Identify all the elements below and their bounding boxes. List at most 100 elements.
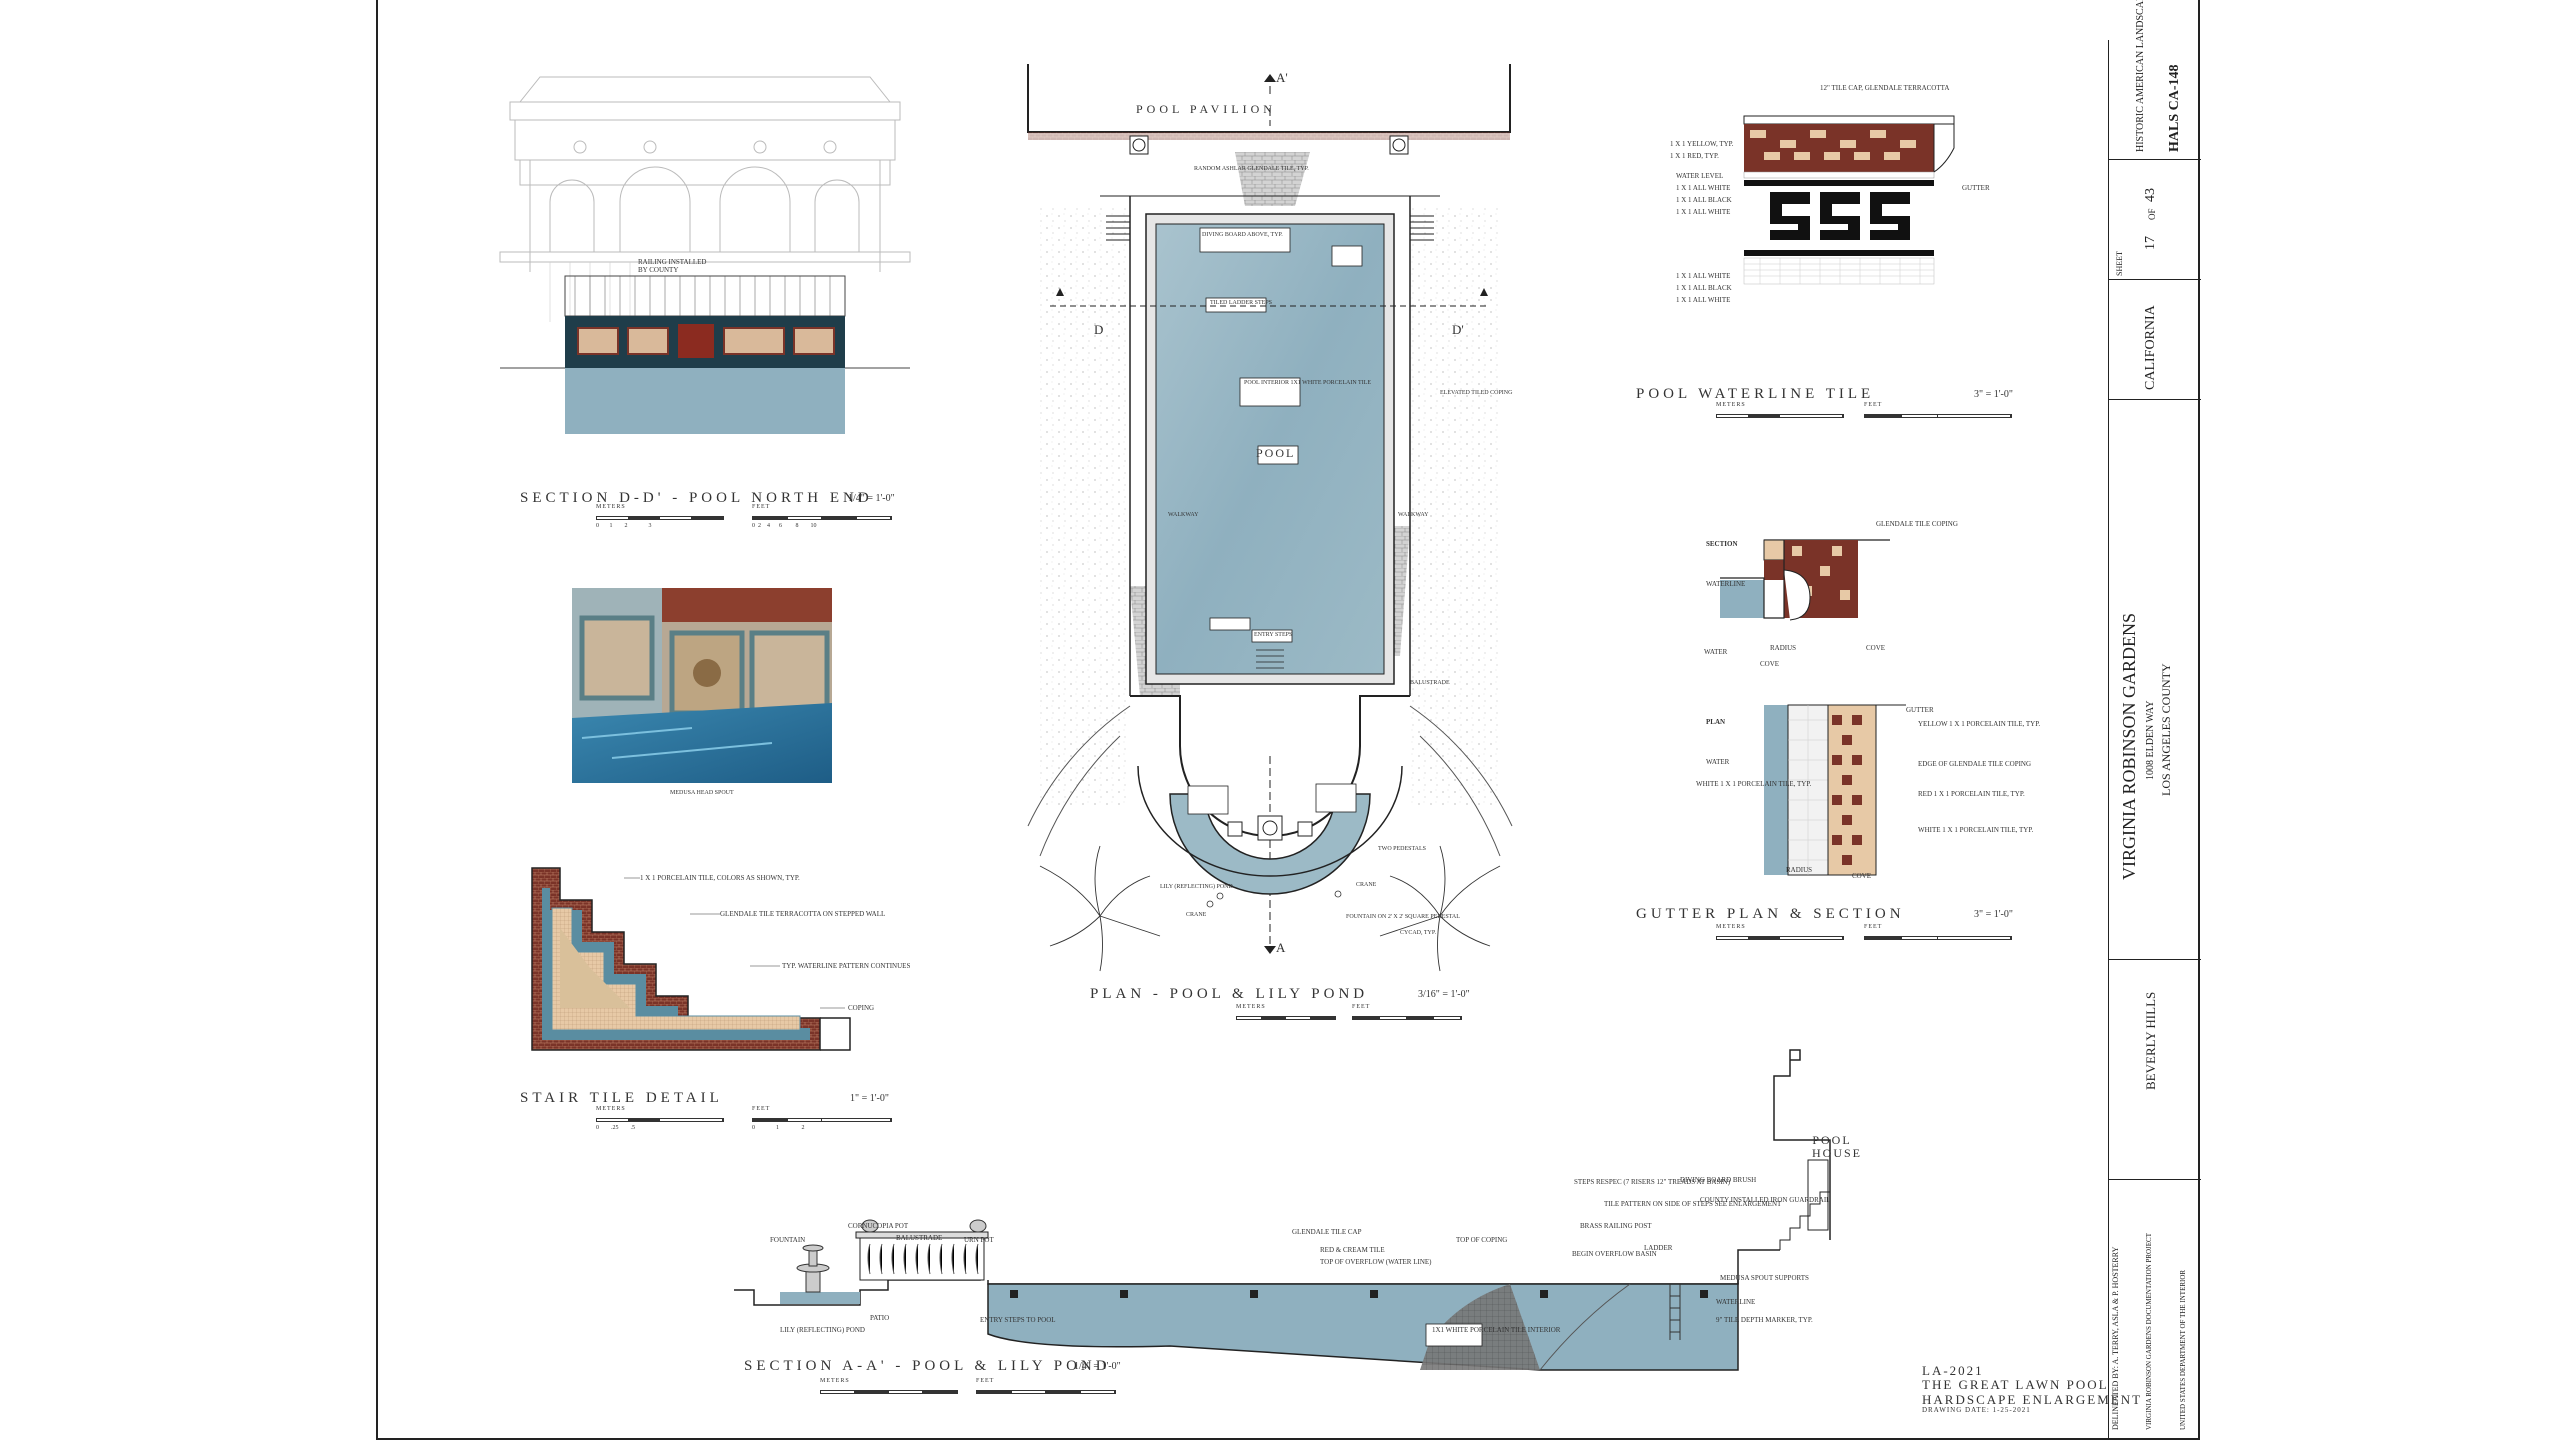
section-aa-drawing	[734, 1049, 1831, 1371]
gutter-plan-white: WHITE 1 X 1 PORCELAIN TILE, TYP.	[1696, 780, 1812, 788]
section-diving-board: DIVING BOARD BRUSH	[1680, 1176, 1757, 1184]
section-lily-pond: LILY (REFLECTING) POND	[780, 1326, 865, 1334]
section-aa-scale: 1/4" = 1'-0"	[1074, 1361, 1121, 1372]
drawing-title-line-1: THE GREAT LAWN POOL	[1922, 1377, 2109, 1393]
tb-state-cell: CALIFORNIA	[2109, 280, 2201, 400]
section-brass-rail: BRASS RAILING POST	[1580, 1222, 1652, 1230]
stair-note-porcelain: 1 X 1 PORCELAIN TILE, COLORS AS SHOWN, T…	[640, 874, 800, 882]
section-pool-house: POOL HOUSE	[1812, 1133, 1863, 1161]
waterline-yellow: 1 X 1 YELLOW, TYP.	[1670, 140, 1734, 148]
gutter-water: WATER	[1704, 648, 1728, 656]
section-fountain: FOUNTAIN	[770, 1236, 806, 1244]
plan-balustrade: BALUSTRADE	[1410, 680, 1450, 686]
waterline-black-1: 1 X 1 ALL BLACK	[1676, 196, 1732, 204]
plan-pool-interior: POOL INTERIOR 1X1 WHITE PORCELAIN TILE	[1244, 380, 1372, 386]
cut-a-top: A'	[1276, 70, 1288, 85]
section-dd-scale: 1/4" = 1'-0"	[848, 493, 895, 504]
section-patio: PATIO	[870, 1314, 890, 1322]
gutter-waterline: WATERLINE	[1706, 580, 1746, 588]
section-entry-steps: ENTRY STEPS TO POOL	[980, 1316, 1056, 1324]
plan-crane-right: CRANE	[1356, 882, 1377, 888]
gutter-scalebar: METERS FEET	[1716, 924, 2016, 958]
plan-tiled-ladder: TILED LADDER STEPS	[1210, 300, 1272, 306]
section-dd-title: SECTION D-D' - POOL NORTH END	[520, 490, 873, 506]
gutter-scale: 3" = 1'-0"	[1974, 909, 2013, 920]
stair-note-coping: COPING	[848, 1004, 875, 1012]
drawing-title-line-2: HARDSCAPE ENLARGEMENT	[1922, 1391, 2143, 1407]
section-top-coping: TOP OF COPING	[1456, 1236, 1508, 1244]
section-medusa: MEDUSA SPOUT SUPPORTS	[1720, 1274, 1809, 1282]
section-waterline: WATERLINE	[1716, 1298, 1756, 1306]
plan-elevated-coping: ELEVATED TILED COPING	[1440, 390, 1513, 396]
plan-walkway-left: WALKWAY	[1168, 512, 1199, 518]
gutter-title: GUTTER PLAN & SECTION	[1636, 906, 1905, 922]
stair-scalebar: METERS FEET 0 .25 .5 0 1 2	[596, 1106, 896, 1140]
gutter-section-label: SECTION	[1706, 540, 1738, 548]
stair-note-glendale: GLENDALE TILE TERRACOTTA ON STEPPED WALL	[720, 910, 886, 918]
tb-project-cell: VIRGINIA ROBINSON GARDENS 1008 ELDEN WAY…	[2109, 400, 2201, 960]
section-balustrade: BALUSTRADE	[896, 1234, 943, 1242]
gutter-glendale-coping: GLENDALE TILE COPING	[1876, 520, 1958, 528]
gutter-plan-radius: RADIUS	[1786, 866, 1813, 874]
title-block: HISTORIC AMERICAN LANDSCAPES SURVEY HALS…	[2108, 0, 2201, 1440]
gutter-plan-red: RED 1 X 1 PORCELAIN TILE, TYP.	[1918, 790, 2025, 798]
section-depth: 9" TILE DEPTH MARKER, TYP.	[1716, 1316, 1813, 1324]
waterline-white-2: 1 X 1 ALL WHITE	[1676, 208, 1731, 216]
section-white-tile: 1X1 WHITE PORCELAIN TILE INTERIOR	[1432, 1326, 1561, 1334]
section-red-cream: RED & CREAM TILE	[1320, 1246, 1385, 1254]
section-cornucopia: CORNUCOPIA POT	[848, 1222, 909, 1230]
plan-entry-steps: ENTRY STEPS	[1254, 632, 1293, 638]
section-dd-scalebar: METERS FEET 0 1 2 3 0 2 4 6 8 10	[596, 504, 896, 538]
section-top-overflow: TOP OF OVERFLOW (WATER LINE)	[1320, 1258, 1432, 1266]
plan-scale: 3/16" = 1'-0"	[1418, 989, 1470, 1000]
section-glendale-cap: GLENDALE TILE CAP	[1292, 1228, 1362, 1236]
cut-d-right: D'	[1452, 322, 1464, 337]
waterline-cap: 12" TILE CAP, GLENDALE TERRACOTTA	[1820, 84, 1950, 92]
sheet-frame	[376, 0, 2200, 1440]
waterline-level: WATER LEVEL	[1676, 172, 1724, 180]
plan-diving-board: DIVING BOARD ABOVE, TYP.	[1202, 232, 1283, 238]
plan-cycad: CYCAD, TYP.	[1400, 930, 1437, 936]
gutter-plan-white-2: WHITE 1 X 1 PORCELAIN TILE, TYP.	[1918, 826, 2034, 834]
waterline-title: POOL WATERLINE TILE	[1636, 386, 1875, 402]
section-steps-ref: STEPS RESPEC (7 RISERS 12" TREADS AT BAS…	[1574, 1178, 1731, 1186]
gutter-radius: RADIUS	[1770, 644, 1797, 652]
waterline-tile-drawing	[1743, 115, 1955, 285]
plan-random-ashlar: RANDOM ASHLAR GLENDALE TILE, TYP.	[1194, 166, 1309, 172]
tb-survey-cell: HISTORIC AMERICAN LANDSCAPES SURVEY HALS…	[2109, 0, 2201, 160]
gutter-plan-gutter: GUTTER	[1906, 706, 1934, 714]
gutter-plan-water: WATER	[1706, 758, 1730, 766]
stair-tile-drawing	[531, 867, 851, 1051]
plan-walkway-right: WALKWAY	[1398, 512, 1429, 518]
gutter-detail-drawing	[1720, 539, 1906, 876]
gutter-plan-label: PLAN	[1706, 718, 1726, 726]
plan-pavilion-label: POOL PAVILION	[1136, 102, 1276, 116]
waterline-gutter: GUTTER	[1962, 184, 1990, 192]
gutter-plan-edge: EDGE OF GLENDALE TILE COPING	[1918, 760, 2032, 768]
waterline-scalebar: METERS FEET	[1716, 402, 2016, 436]
section-aa-title: SECTION A-A' - POOL & LILY POND	[744, 1358, 1111, 1374]
waterline-white-1: 1 X 1 ALL WHITE	[1676, 184, 1731, 192]
waterline-scale: 3" = 1'-0"	[1974, 389, 2013, 400]
medusa-photo	[572, 588, 832, 783]
section-aa-scalebar: METERS FEET	[820, 1378, 1120, 1412]
waterline-white-4: 1 X 1 ALL WHITE	[1676, 296, 1731, 304]
plan-fountain: FOUNTAIN ON 2' X 2' SQUARE PEDESTAL	[1346, 914, 1460, 920]
gutter-cove-2: COVE	[1866, 644, 1886, 652]
pool-plan-drawing	[1027, 64, 1513, 972]
gutter-plan-cove: COVE	[1852, 872, 1872, 880]
drawing-id: LA-2021	[1922, 1363, 1984, 1378]
stair-scale: 1" = 1'-0"	[850, 1093, 889, 1104]
section-ladder: LADDER	[1644, 1244, 1673, 1252]
section-begin-overflow: BEGIN OVERFLOW BASIN	[1572, 1250, 1657, 1258]
plan-title: PLAN - POOL & LILY POND	[1090, 986, 1369, 1002]
plan-pool-label: POOL	[1256, 446, 1296, 460]
plan-crane-left: CRANE	[1186, 912, 1207, 918]
plan-scalebar: METERS FEET	[1236, 1004, 1466, 1038]
stair-title: STAIR TILE DETAIL	[520, 1090, 723, 1106]
photo-caption: MEDUSA HEAD SPOUT	[670, 790, 734, 796]
stair-note-waterline: TYP. WATERLINE PATTERN CONTINUES	[782, 962, 911, 970]
section-tile-pattern: TILE PATTERN ON SIDE OF STEPS SEE ENLARG…	[1604, 1200, 1782, 1208]
section-dd-drawing	[499, 76, 911, 434]
